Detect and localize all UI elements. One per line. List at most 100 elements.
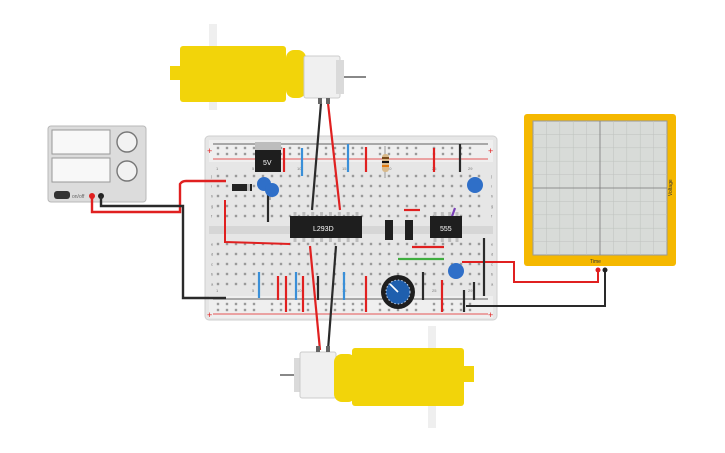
l293d-chip[interactable]: L293D bbox=[290, 212, 362, 242]
power-button[interactable] bbox=[54, 191, 70, 199]
dc-motor-top[interactable] bbox=[170, 24, 366, 110]
ceramic-capacitor[interactable] bbox=[385, 220, 393, 240]
breadboard-hole bbox=[216, 302, 220, 306]
breadboard-hole bbox=[405, 194, 409, 198]
breadboard-hole bbox=[333, 194, 337, 198]
diode[interactable] bbox=[232, 184, 252, 191]
dc-motor-bottom[interactable] bbox=[280, 326, 474, 428]
breadboard-hole bbox=[288, 152, 292, 156]
breadboard-hole bbox=[342, 152, 346, 156]
current-display bbox=[51, 157, 111, 183]
breadboard-hole bbox=[414, 252, 418, 256]
motor-top-wire-black bbox=[310, 102, 323, 211]
chip-pin bbox=[337, 238, 341, 242]
power-supply[interactable]: on/off bbox=[47, 125, 147, 203]
breadboard-hole bbox=[441, 152, 445, 156]
breadboard-hole bbox=[351, 252, 355, 256]
breadboard-hole bbox=[252, 272, 256, 276]
breadboard-hole bbox=[324, 252, 328, 256]
breadboard-hole bbox=[450, 308, 454, 312]
breadboard-hole bbox=[243, 308, 247, 312]
breadboard-hole bbox=[441, 184, 445, 188]
l293d-label: L293D bbox=[313, 226, 334, 233]
breadboard-hole bbox=[414, 282, 418, 286]
timer-label: 555 bbox=[440, 226, 452, 233]
breadboard-hole bbox=[216, 174, 220, 178]
breadboard-hole bbox=[252, 302, 256, 306]
rail-plus-sign: + bbox=[207, 146, 212, 156]
capacitor[interactable] bbox=[257, 177, 279, 200]
breadboard-hole bbox=[324, 194, 328, 198]
chip-pin bbox=[455, 212, 459, 216]
breadboard-hole bbox=[459, 242, 463, 246]
breadboard-hole bbox=[477, 282, 481, 286]
breadboard-hole bbox=[306, 242, 310, 246]
breadboard-hole bbox=[378, 152, 382, 156]
breadboard-hole bbox=[234, 282, 238, 286]
chip-pin bbox=[311, 212, 315, 216]
motor-bottom-wire-black bbox=[326, 245, 338, 351]
breadboard-hole bbox=[396, 204, 400, 208]
breadboard-hole bbox=[387, 146, 391, 150]
breadboard-hole bbox=[243, 282, 247, 286]
breadboard-hole bbox=[468, 146, 472, 150]
potentiometer[interactable] bbox=[381, 275, 415, 309]
breadboard-hole bbox=[297, 308, 301, 312]
capacitor[interactable] bbox=[467, 177, 483, 193]
scope-probe-positive[interactable] bbox=[595, 267, 601, 273]
oscilloscope[interactable]: Time Voltage bbox=[524, 114, 676, 273]
row-letter: b bbox=[491, 272, 494, 277]
breadboard-hole bbox=[288, 272, 292, 276]
resistor[interactable] bbox=[382, 146, 389, 178]
breadboard-hole bbox=[396, 308, 400, 312]
breadboard-hole bbox=[324, 308, 328, 312]
wires[interactable] bbox=[90, 102, 606, 351]
bottom-power-rail bbox=[209, 296, 493, 318]
breadboard-hole bbox=[351, 272, 355, 276]
row-letter: e bbox=[211, 242, 214, 247]
breadboard-hole bbox=[270, 272, 274, 276]
breadboard-hole bbox=[468, 214, 472, 218]
breadboard-hole bbox=[468, 308, 472, 312]
voltage-knob[interactable] bbox=[116, 131, 138, 153]
row-letter: a bbox=[491, 282, 494, 287]
chip-pin bbox=[328, 212, 332, 216]
current-knob[interactable] bbox=[116, 160, 138, 182]
breadboard-hole bbox=[477, 262, 481, 266]
column-number: 15 bbox=[342, 166, 347, 171]
breadboard-hole bbox=[324, 204, 328, 208]
breadboard-hole bbox=[378, 272, 382, 276]
breadboard-hole bbox=[477, 214, 481, 218]
rail-plus-sign: + bbox=[488, 310, 493, 320]
breadboard-hole bbox=[360, 262, 364, 266]
voltage-regulator[interactable]: 5V bbox=[255, 142, 281, 172]
breadboard-hole bbox=[423, 262, 427, 266]
breadboard-hole bbox=[414, 146, 418, 150]
breadboard-hole bbox=[306, 272, 310, 276]
capacitor[interactable] bbox=[448, 263, 464, 279]
breadboard-hole bbox=[414, 242, 418, 246]
timer-555-chip[interactable]: 555 bbox=[430, 212, 462, 242]
breadboard-hole bbox=[261, 252, 265, 256]
chip-pin bbox=[293, 238, 297, 242]
breadboard-hole bbox=[351, 262, 355, 266]
breadboard-hole bbox=[441, 194, 445, 198]
scope-probe-ground[interactable] bbox=[602, 267, 608, 273]
breadboard-hole bbox=[468, 252, 472, 256]
breadboard-hole bbox=[252, 262, 256, 266]
breadboard-hole bbox=[333, 302, 337, 306]
row-letter: e bbox=[491, 242, 494, 247]
column-number: 29 bbox=[468, 166, 473, 171]
breadboard-hole bbox=[279, 262, 283, 266]
breadboard-hole bbox=[315, 262, 319, 266]
breadboard-hole bbox=[441, 262, 445, 266]
breadboard-hole bbox=[342, 262, 346, 266]
breadboard-hole bbox=[288, 204, 292, 208]
ceramic-capacitor[interactable] bbox=[405, 220, 413, 240]
row-letter: c bbox=[491, 262, 493, 267]
breadboard-hole bbox=[216, 152, 220, 156]
breadboard-hole bbox=[270, 214, 274, 218]
breadboard-hole bbox=[288, 146, 292, 150]
breadboard-hole bbox=[225, 174, 229, 178]
